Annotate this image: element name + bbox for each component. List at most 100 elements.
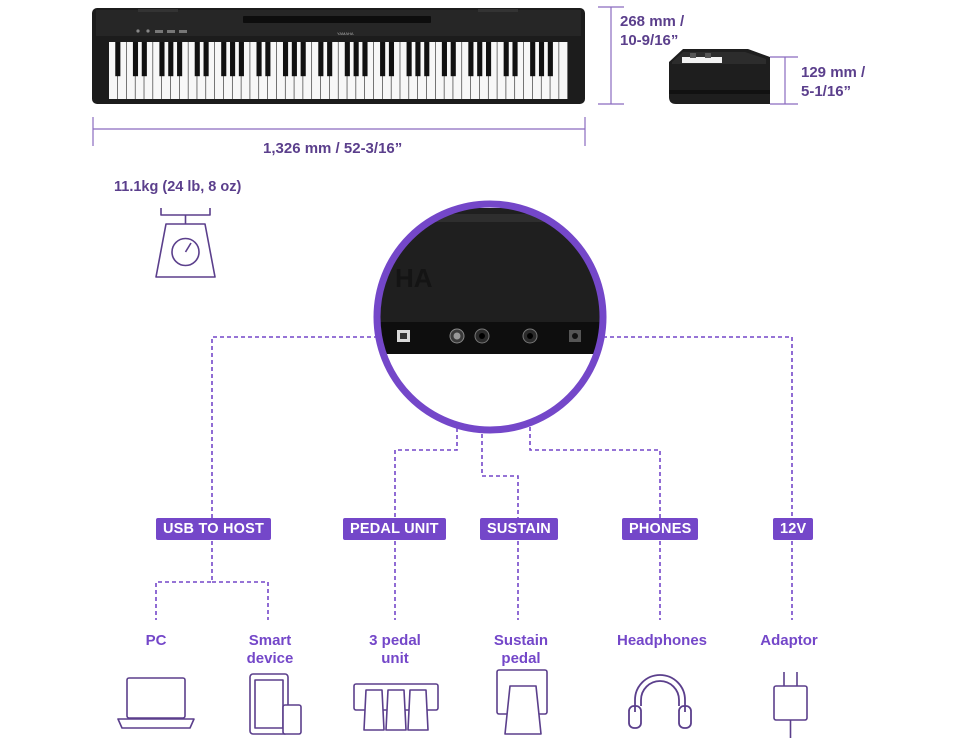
white-key [170, 42, 180, 99]
black-key [327, 42, 333, 77]
white-key [294, 42, 303, 99]
white-key [426, 42, 435, 99]
depth-dimension [598, 6, 624, 105]
brand-logo-partial: HA [395, 263, 433, 293]
depth-label: 268 mm / 10-9/16” [620, 12, 684, 50]
white-key [347, 42, 356, 99]
black-key [380, 42, 386, 77]
white-key [488, 42, 497, 99]
device-label-headphones: Headphones [617, 632, 707, 650]
white-key [523, 42, 533, 99]
white-key [506, 42, 515, 99]
black-key [194, 42, 200, 77]
scale-icon [155, 208, 216, 278]
white-key [126, 42, 135, 99]
white-key [373, 42, 383, 99]
black-key [344, 42, 350, 77]
black-key [203, 42, 209, 77]
device-label-pedal-line1: 3 pedal [369, 632, 421, 649]
white-key [338, 42, 347, 99]
dc-in-port [569, 330, 581, 342]
white-key [276, 42, 285, 99]
badge-usb-to-host: USB TO HOST [156, 518, 272, 540]
white-key [214, 42, 224, 99]
black-key [424, 42, 430, 77]
white-key [515, 42, 524, 99]
black-key [503, 42, 509, 77]
white-key [497, 42, 506, 99]
white-key [223, 42, 232, 99]
white-key [479, 42, 488, 99]
device-label-adaptor-line1: Adaptor [760, 632, 818, 649]
white-key [259, 42, 268, 99]
badge-sustain: SUSTAIN [480, 518, 558, 540]
white-key [462, 42, 471, 99]
device-label-smart-line1: Smart [248, 632, 292, 649]
white-key [117, 42, 127, 99]
black-key [300, 42, 306, 77]
white-key [435, 42, 444, 99]
device-label-smart-line2: device [246, 650, 294, 667]
white-key [320, 42, 330, 99]
black-key [265, 42, 271, 77]
width-label: 1,326 mm / 52-3/16” [263, 140, 403, 157]
black-key [353, 42, 359, 77]
white-key [532, 42, 541, 99]
height-value-mm: 129 mm / [801, 64, 866, 81]
depth-value-in: 10-9/16” [620, 32, 679, 49]
device-label-sustain-pedal: Sustain pedal [494, 632, 548, 668]
white-key [453, 42, 462, 99]
pedal-unit-port [449, 328, 465, 344]
black-key [318, 42, 324, 77]
white-key [188, 42, 197, 99]
power-adaptor-icon [773, 672, 808, 738]
white-key [135, 42, 144, 99]
device-label-sustain-line1: Sustain [493, 632, 549, 649]
white-key [550, 42, 559, 99]
black-key [291, 42, 297, 77]
black-key [221, 42, 227, 77]
height-value-in: 5-1/16” [801, 83, 852, 100]
white-key [250, 42, 259, 99]
width-dimension [92, 117, 586, 146]
weight-label: 11.1kg (24 lb, 8 oz) [114, 179, 242, 195]
white-key [241, 42, 250, 99]
device-label-sustain-line2: pedal [501, 650, 541, 667]
black-key [230, 42, 236, 77]
white-key [417, 42, 427, 99]
device-label-pc: PC [146, 632, 167, 650]
white-key [267, 42, 277, 99]
white-key [382, 42, 391, 99]
height-dimension [770, 56, 798, 105]
device-label-pedal-unit: 3 pedal unit [369, 632, 421, 668]
white-key [232, 42, 241, 99]
height-label: 129 mm / 5-1/16” [801, 63, 865, 101]
white-key [285, 42, 294, 99]
depth-value-mm: 268 mm / [620, 13, 685, 30]
badge-pedal-unit: PEDAL UNIT [343, 518, 446, 540]
white-key [559, 42, 568, 99]
device-label-pedal-line2: unit [381, 650, 409, 667]
usb-port [397, 330, 410, 342]
black-key [388, 42, 395, 77]
black-key [256, 42, 262, 77]
white-key [409, 42, 418, 99]
black-key [141, 42, 147, 77]
smart-device-icon [249, 673, 302, 735]
device-label-pc-line1: PC [145, 632, 167, 649]
white-key [109, 42, 118, 99]
piano-side-view [669, 49, 770, 104]
pedal-unit-icon [353, 683, 439, 731]
sustain-jack [474, 328, 490, 344]
white-key [197, 42, 206, 99]
white-key [541, 42, 550, 99]
rear-panel-zoom: HA [373, 200, 607, 434]
white-key [206, 42, 215, 99]
black-key [441, 42, 447, 77]
black-key [547, 42, 553, 77]
phones-jack [522, 328, 538, 344]
piano-top-view: YAMAHA [92, 8, 585, 104]
black-key [477, 42, 483, 77]
white-key [153, 42, 162, 99]
white-key [391, 42, 400, 99]
